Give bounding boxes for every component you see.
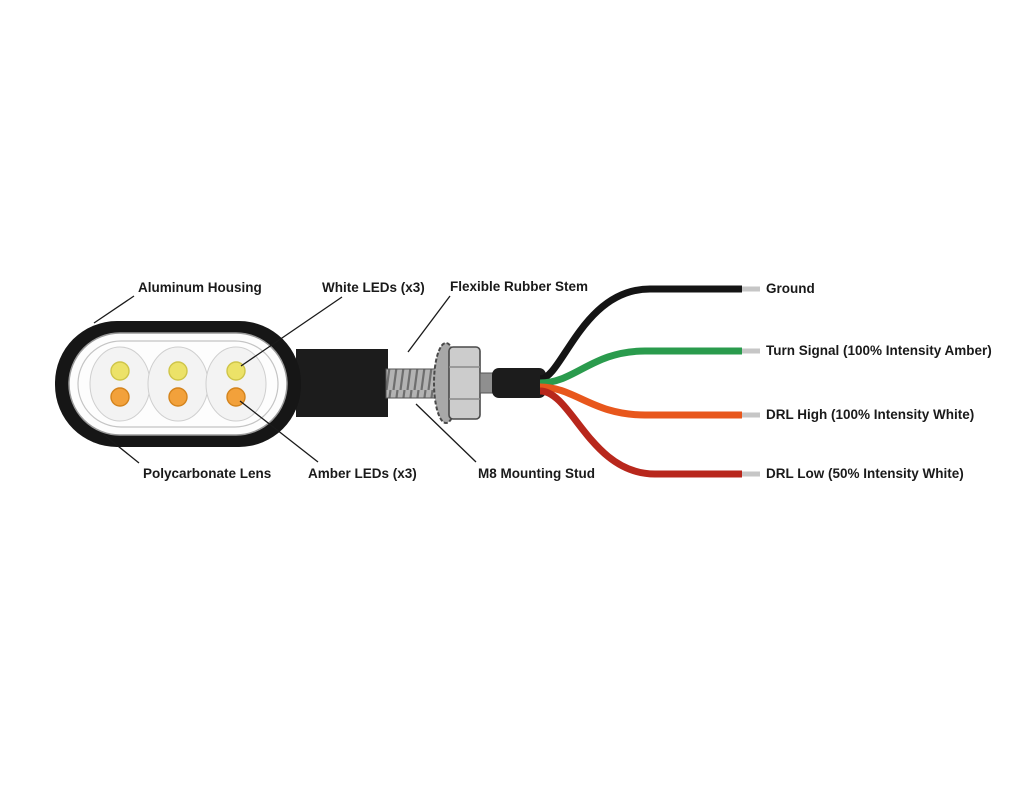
leader-aluminum-housing — [93, 295, 135, 324]
reflector-well — [89, 346, 151, 422]
label-white-leds: White LEDs (x3) — [322, 280, 425, 295]
wire-ground — [539, 285, 742, 383]
white-led — [110, 361, 130, 381]
wire-harness — [539, 285, 760, 478]
label-amber-leds: Amber LEDs (x3) — [308, 466, 417, 481]
leader-lines — [93, 295, 477, 464]
label-flexible-rubber-stem: Flexible Rubber Stem — [450, 279, 588, 294]
white-led — [226, 361, 246, 381]
label-polycarbonate-lens: Polycarbonate Lens — [143, 466, 271, 481]
amber-led — [110, 387, 130, 407]
lamp-rear-body — [296, 349, 388, 417]
label-wire-drl-high: DRL High (100% Intensity White) — [766, 407, 974, 422]
label-wire-turn-signal: Turn Signal (100% Intensity Amber) — [766, 343, 992, 358]
reflector-well — [205, 346, 267, 422]
hex-nut — [448, 346, 481, 420]
label-wire-drl-low: DRL Low (50% Intensity White) — [766, 466, 964, 481]
label-aluminum-housing: Aluminum Housing — [138, 280, 262, 295]
leader-polycarbonate-lens — [102, 433, 140, 464]
leader-amber-leds — [239, 400, 319, 463]
label-m8-mounting-stud: M8 Mounting Stud — [478, 466, 595, 481]
leader-flexible-rubber-stem — [407, 295, 451, 353]
stud-collar — [479, 372, 495, 394]
reflector-well — [147, 346, 209, 422]
amber-led — [168, 387, 188, 407]
leader-white-leds — [240, 296, 343, 367]
label-wire-ground: Ground — [766, 281, 815, 296]
wire-drl-high — [539, 383, 742, 419]
rubber-stem-boot — [492, 368, 546, 398]
lamp-housing — [55, 321, 301, 447]
wire-turn-signal — [539, 347, 742, 387]
wire-drl-low — [539, 387, 742, 478]
leader-m8-mounting-stud — [415, 403, 477, 463]
white-led — [168, 361, 188, 381]
